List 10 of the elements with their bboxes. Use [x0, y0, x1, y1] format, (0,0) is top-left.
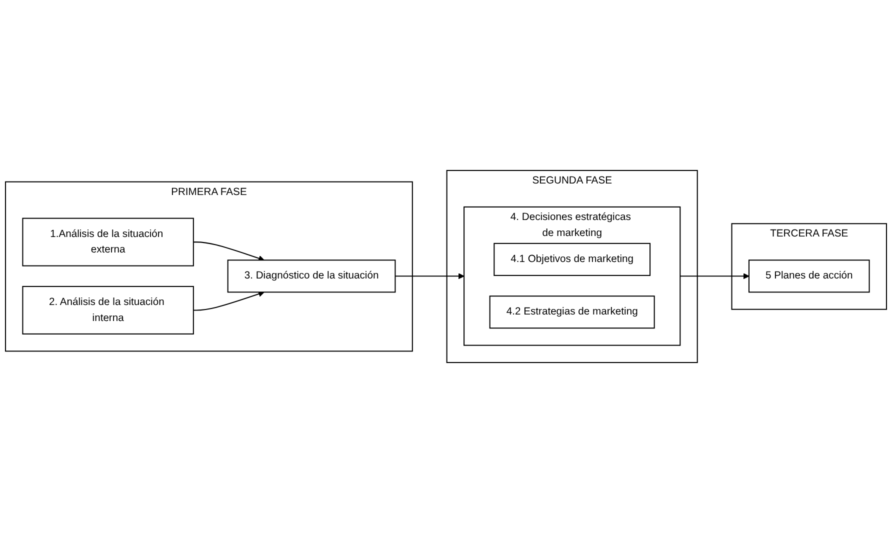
arrow [193, 242, 264, 262]
node-box: 4.1 Objetivos de marketing [494, 242, 651, 276]
node-box: 4.2 Estrategias de marketing [489, 296, 655, 329]
arrow [395, 273, 464, 280]
node-box: 3. Diagnóstico de la situación [227, 260, 396, 293]
node-box: 2. Análisis de la situación interna [22, 286, 194, 334]
arrow [680, 273, 750, 280]
node-box: 1.Análisis de la situación externa [22, 218, 194, 266]
node-box: 5 Planes de acción [748, 260, 870, 293]
arrow [193, 291, 264, 311]
